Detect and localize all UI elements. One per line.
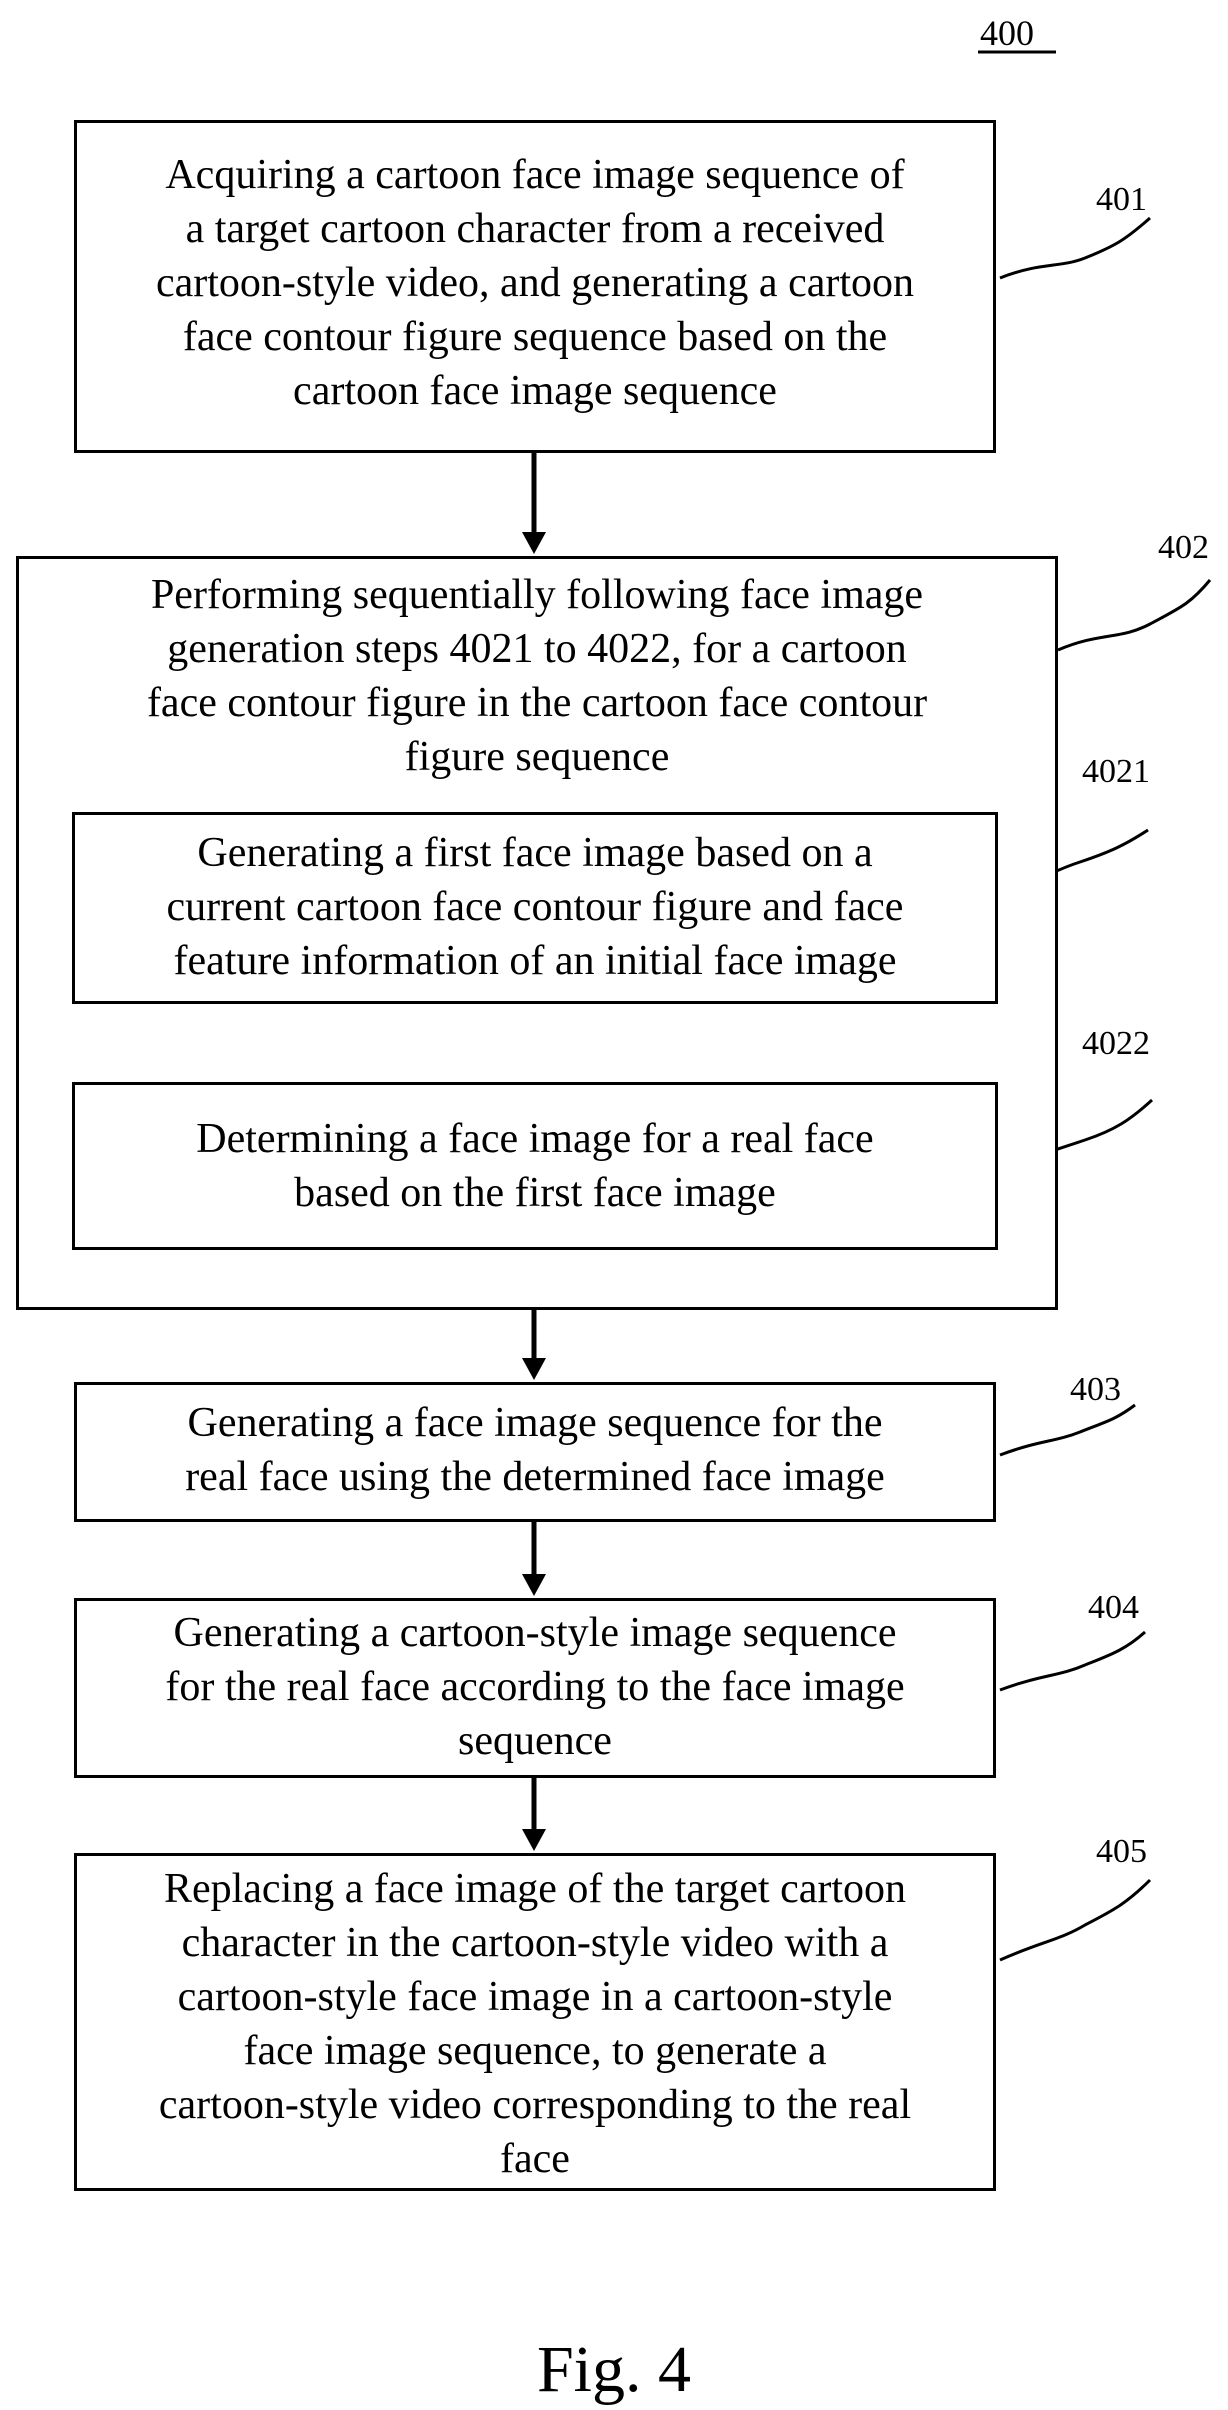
step-4022-ref: 4022: [1082, 1024, 1150, 1064]
arrow-401-402-head: [522, 532, 546, 554]
step-403-text: Generating a face image sequence for the…: [74, 1396, 996, 1504]
arrow-403-404-head: [522, 1574, 546, 1596]
step-404-ref: 404: [1088, 1588, 1139, 1628]
leader-402: [1058, 580, 1210, 650]
leader-404: [1000, 1632, 1145, 1690]
step-401-ref: 401: [1096, 180, 1147, 220]
step-4021-text: Generating a first face image based on a…: [72, 826, 998, 988]
leader-401: [1000, 218, 1150, 278]
step-402-ref: 402: [1158, 528, 1209, 568]
step-4021-ref: 4021: [1082, 752, 1150, 792]
step-401-text: Acquiring a cartoon face image sequence …: [74, 148, 996, 418]
figure-caption: Fig. 4: [0, 2330, 1228, 2410]
step-403-ref: 403: [1070, 1370, 1121, 1410]
step-4022-text: Determining a face image for a real face…: [72, 1112, 998, 1220]
leader-403: [1000, 1405, 1135, 1455]
arrow-404-405-head: [522, 1829, 546, 1851]
step-404-text: Generating a cartoon-style image sequenc…: [74, 1606, 996, 1768]
step-405-text: Replacing a face image of the target car…: [74, 1862, 996, 2186]
step-402-text: Performing sequentially following face i…: [16, 568, 1058, 784]
arrow-402-403-head: [522, 1358, 546, 1380]
step-405-ref: 405: [1096, 1832, 1147, 1872]
leader-405: [1000, 1880, 1150, 1960]
